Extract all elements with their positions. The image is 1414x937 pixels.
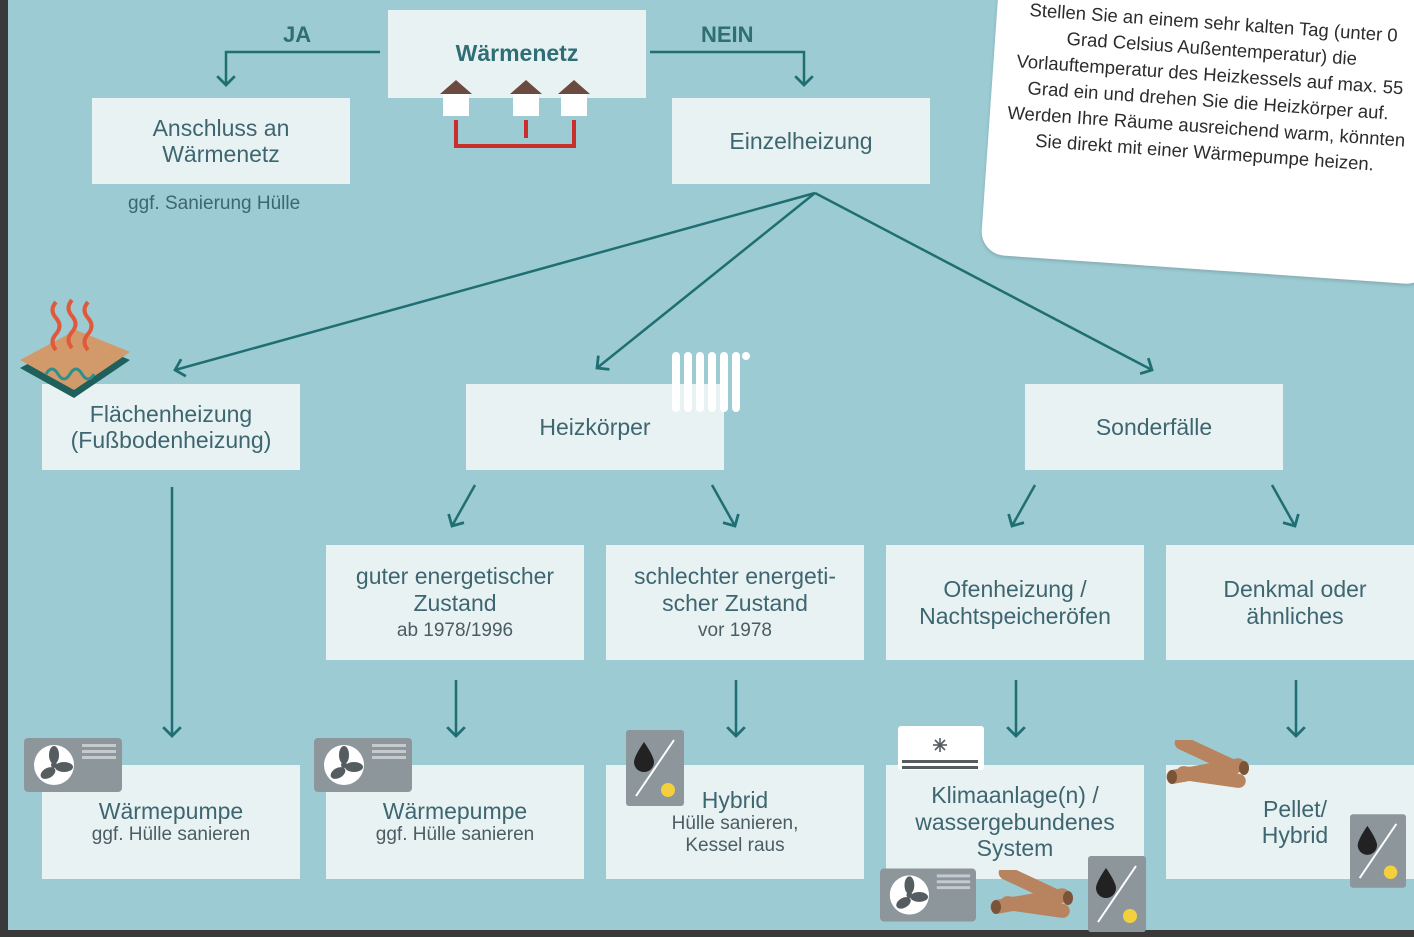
heat-pump-icon bbox=[314, 738, 412, 792]
arrow-to-guter bbox=[447, 484, 477, 528]
bottom-frame-edge bbox=[0, 930, 1414, 937]
hybrid-box: Hybrid Hülle sanieren, Kessel raus bbox=[606, 765, 864, 879]
denkmal-label: Denkmal oder ähnliches bbox=[1223, 576, 1367, 629]
tip-text: Stellen Sie an einem sehr kalten Tag (un… bbox=[1006, 0, 1406, 175]
heizkoerper-box: Heizkörper bbox=[466, 384, 724, 470]
arrow-to-ofen bbox=[1007, 484, 1037, 528]
left-frame-edge bbox=[0, 0, 8, 937]
schlechter-zustand-label: schlechter energeti- scher Zustand bbox=[634, 563, 836, 616]
flaechenheizung-box: Flächenheizung (Fußbodenheizung) bbox=[42, 384, 300, 470]
einzelheizung-label: Einzelheizung bbox=[729, 127, 873, 154]
air-conditioner-icon bbox=[898, 726, 984, 770]
radiator-icon bbox=[672, 352, 750, 412]
arrow-to-schlechter bbox=[710, 484, 740, 528]
houses-network-icon bbox=[440, 80, 590, 148]
guter-zustand-label: guter energetischer Zustand bbox=[355, 563, 555, 616]
flaechenheizung-label: Flächenheizung (Fußbodenheizung) bbox=[70, 400, 272, 453]
klimaanlage-label: Klimaanlage(n) / wassergebundenes System bbox=[915, 782, 1115, 862]
anschluss-note: ggf. Sanierung Hülle bbox=[128, 193, 301, 214]
heizkoerper-label: Heizkörper bbox=[539, 413, 651, 440]
floor-heating-icon bbox=[20, 298, 130, 398]
ja-label: JA bbox=[283, 22, 312, 47]
waermepumpe-2-label: Wärmepumpe bbox=[382, 797, 528, 824]
ofenheizung-label: Ofenheizung / Nachtspeicheröfen bbox=[919, 576, 1111, 629]
schlechter-zustand-box: schlechter energeti- scher Zustand vor 1… bbox=[606, 545, 864, 660]
arrow-to-heizkoerper bbox=[595, 192, 816, 371]
heat-pump-icon bbox=[24, 738, 122, 792]
arrow-to-denkmal bbox=[1270, 484, 1300, 528]
anschluss-box: Anschluss an Wärmenetz bbox=[92, 98, 350, 184]
waermepumpe-1-label: Wärmepumpe bbox=[98, 797, 244, 824]
waermepumpe-2-note: ggf. Hülle sanieren bbox=[375, 824, 535, 846]
firewood-icon bbox=[990, 870, 1073, 918]
waermenetz-box: Wärmenetz bbox=[388, 10, 646, 98]
schlechter-zustand-year: vor 1978 bbox=[698, 620, 772, 642]
arrow-nein bbox=[650, 50, 814, 87]
guter-zustand-year: ab 1978/1996 bbox=[396, 620, 514, 642]
arrow-to-flaechen bbox=[173, 191, 816, 378]
guter-zustand-box: guter energetischer Zustand ab 1978/1996 bbox=[326, 545, 584, 660]
nein-label: NEIN bbox=[701, 22, 754, 47]
pellet-label: Pellet/ Hybrid bbox=[1261, 795, 1329, 848]
ofenheizung-box: Ofenheizung / Nachtspeicheröfen bbox=[886, 545, 1144, 660]
hybrid-label: Hybrid bbox=[701, 786, 769, 813]
oil-drop-icon bbox=[626, 730, 684, 806]
einzelheizung-box: Einzelheizung bbox=[672, 98, 930, 184]
oil-drop-icon bbox=[1350, 814, 1406, 888]
heat-pump-icon bbox=[880, 868, 976, 922]
arrow-ja bbox=[216, 50, 380, 87]
waermepumpe-1-note: ggf. Hülle sanieren bbox=[91, 824, 251, 846]
sonderfaelle-box: Sonderfälle bbox=[1025, 384, 1283, 470]
waermenetz-title: Wärmenetz bbox=[455, 40, 579, 66]
firewood-icon bbox=[1166, 740, 1249, 788]
arrow-to-sonderfaelle bbox=[814, 191, 1154, 376]
oil-drop-icon bbox=[1088, 856, 1146, 932]
hybrid-note: Hülle sanieren, Kessel raus bbox=[671, 813, 799, 857]
denkmal-box: Denkmal oder ähnliches bbox=[1166, 545, 1414, 660]
sonderfaelle-label: Sonderfälle bbox=[1095, 413, 1213, 440]
anschluss-label: Anschluss an Wärmenetz bbox=[152, 114, 290, 167]
